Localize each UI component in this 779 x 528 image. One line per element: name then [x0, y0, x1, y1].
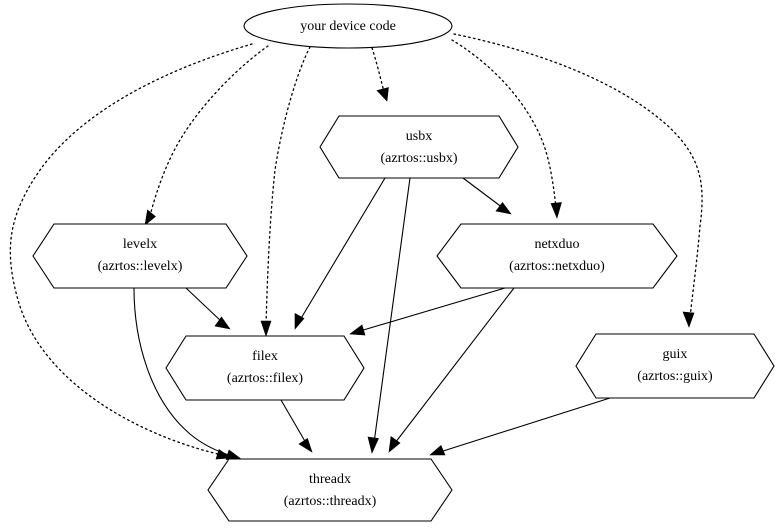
node-label-guix-line1: guix	[663, 347, 688, 362]
node-netxduo[interactable]: netxduo (azrtos::netxduo)	[436, 223, 678, 289]
node-threadx[interactable]: threadx (azrtos::threadx)	[207, 458, 453, 522]
node-label-netxduo-line1: netxduo	[534, 237, 579, 252]
node-label-threadx-line2: (azrtos::threadx)	[284, 494, 377, 509]
node-label-levelx-line2: (azrtos::levelx)	[98, 259, 183, 274]
node-shape-ellipse	[243, 3, 453, 49]
node-label-levelx-line1: levelx	[123, 237, 157, 252]
node-usbx[interactable]: usbx (azrtos::usbx)	[319, 115, 519, 179]
node-guix[interactable]: guix (azrtos::guix)	[575, 333, 775, 399]
node-shape-octagon	[207, 458, 453, 522]
edge-device-levelx	[144, 45, 269, 226]
edge-device-filex	[260, 46, 311, 337]
node-shape-octagon	[575, 333, 775, 399]
node-label-filex-line1: filex	[252, 349, 278, 364]
edge-device-netxduo	[451, 39, 562, 219]
node-label-filex-line2: (azrtos::filex)	[227, 371, 304, 386]
edge-device-guix	[453, 33, 703, 328]
node-label-guix-line2: (azrtos::guix)	[637, 369, 713, 384]
edge-usbx-threadx	[367, 177, 411, 454]
node-your-device-code[interactable]: your device code	[243, 3, 453, 49]
node-label-netxduo-line2: (azrtos::netxduo)	[509, 259, 605, 274]
edge-filex-threadx	[280, 399, 313, 453]
edge-guix-threadx	[429, 397, 611, 456]
node-shape-octagon	[32, 223, 248, 289]
node-levelx[interactable]: levelx (azrtos::levelx)	[32, 223, 248, 289]
edge-device-usbx	[371, 47, 389, 102]
node-label-usbx-line2: (azrtos::usbx)	[381, 151, 458, 166]
edge-netxduo-filex	[349, 287, 506, 336]
node-filex[interactable]: filex (azrtos::filex)	[165, 335, 365, 401]
node-label-device-line1: your device code	[300, 19, 396, 34]
node-shape-octagon	[436, 223, 678, 289]
node-shape-octagon	[165, 335, 365, 401]
edge-levelx-filex	[185, 287, 231, 330]
edge-netxduo-threadx	[388, 287, 515, 453]
node-label-threadx-line1: threadx	[309, 472, 351, 487]
node-shape-octagon	[319, 115, 519, 179]
edge-usbx-filex	[294, 177, 386, 330]
node-label-usbx-line1: usbx	[406, 129, 432, 144]
